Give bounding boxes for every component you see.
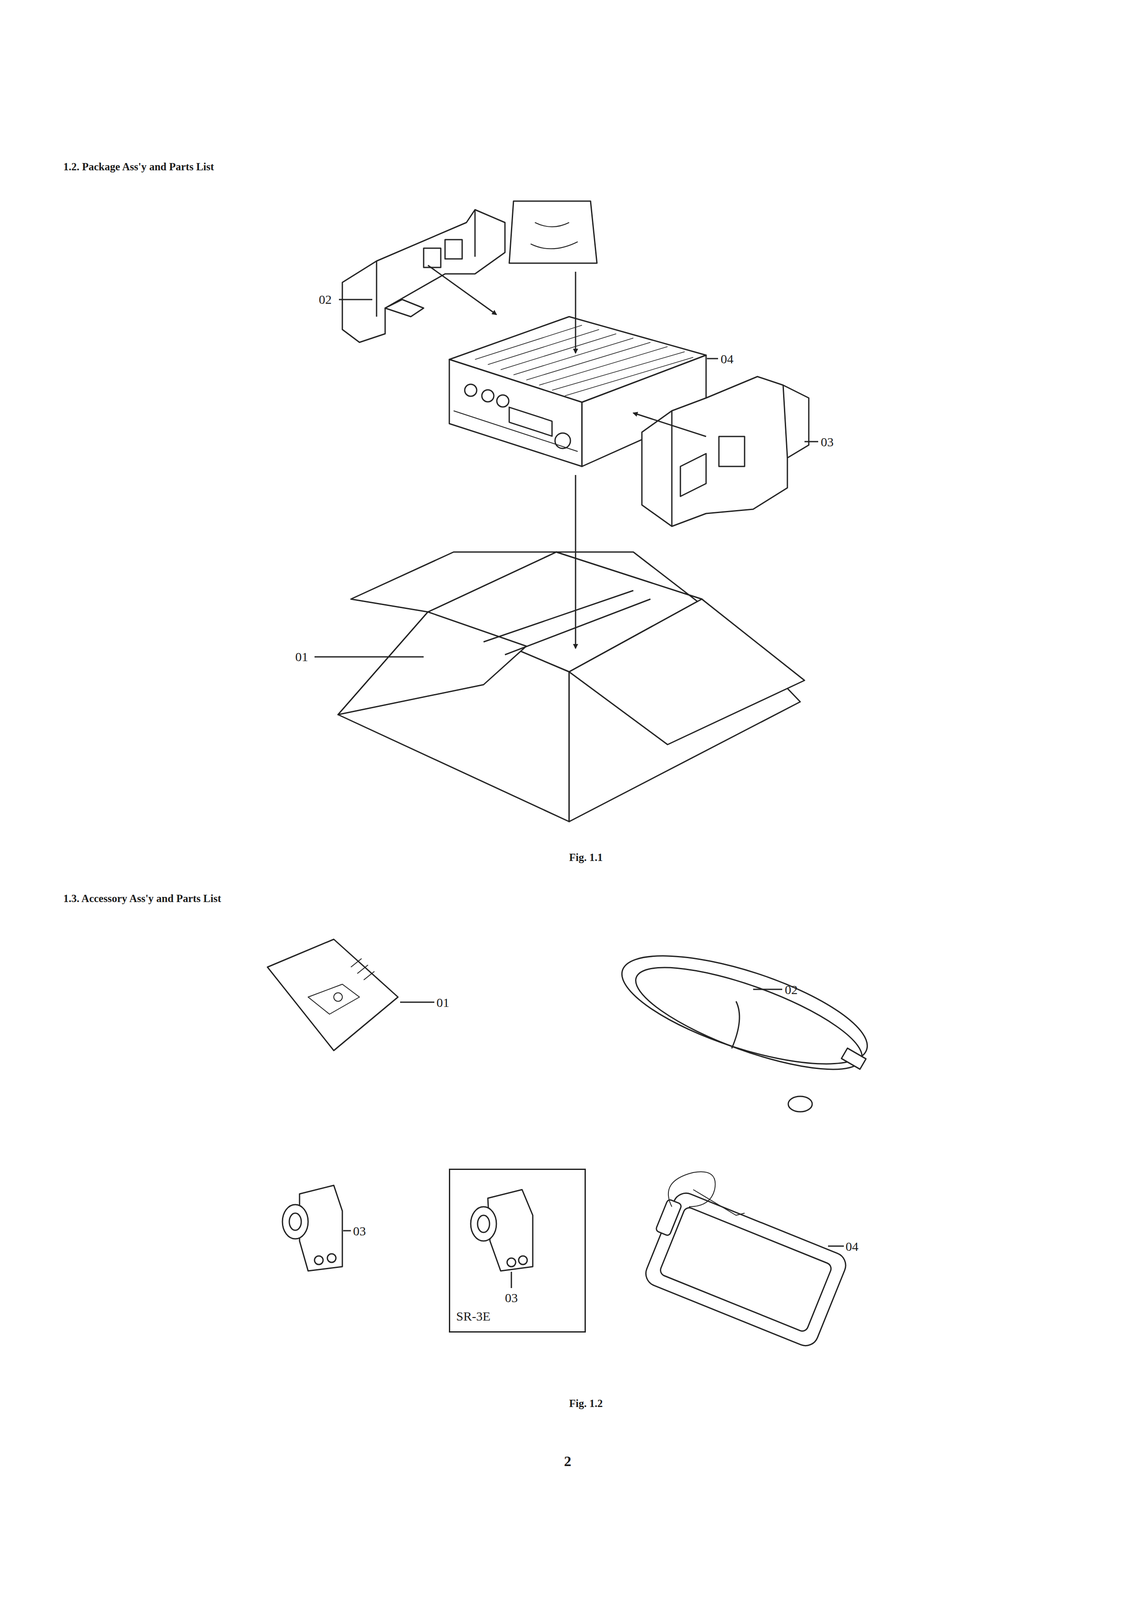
accessory-drawing <box>267 933 879 1350</box>
callout-number: 01 <box>436 995 450 1010</box>
callout-number: 01 <box>295 649 309 664</box>
callout-number: 03 <box>820 434 834 449</box>
callout-number: 04 <box>720 351 734 366</box>
variant-box: 03SR-3E <box>448 1168 586 1333</box>
callout-number: 03 <box>353 1223 366 1238</box>
figure-caption: Fig. 1.1 <box>569 851 603 864</box>
callout-number: 02 <box>784 982 798 997</box>
model-label: SR-3E <box>456 1309 491 1324</box>
section-heading: 1.3. Accessory Ass'y and Parts List <box>63 892 222 905</box>
callout-number: 03 <box>504 1290 518 1305</box>
figure-caption: Fig. 1.2 <box>569 1397 603 1410</box>
callout-number: 04 <box>845 1239 859 1254</box>
package-drawing <box>314 201 819 822</box>
page-number: 2 <box>564 1453 572 1470</box>
callout-number: 02 <box>318 292 332 307</box>
section-heading: 1.2. Package Ass'y and Parts List <box>63 160 214 173</box>
